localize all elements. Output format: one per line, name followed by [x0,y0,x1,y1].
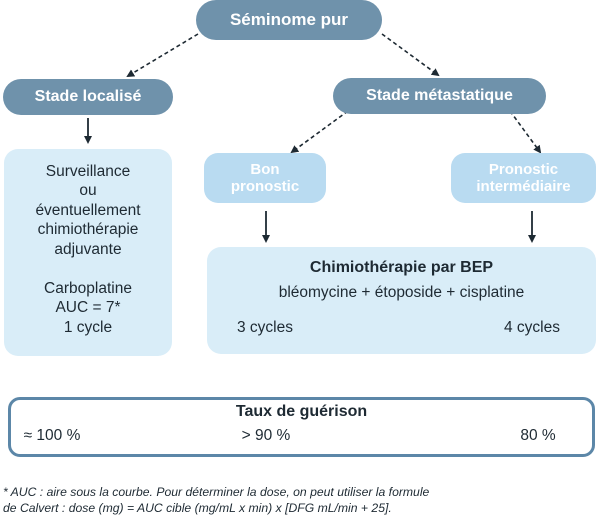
metastatic-stage-label: Stade métastatique [366,87,513,104]
treatment-line: Carboplatine [44,279,132,297]
localized-stage-label: Stade localisé [34,88,142,105]
cure-rate-value-localized: ≈ 100 % [23,427,81,444]
localized-treatment-text: Surveillance ou éventuellement chimiothé… [4,162,172,337]
root-node: Séminome pur [196,0,382,40]
footnote: * AUC : aire sous la courbe. Pour déterm… [3,484,597,517]
bep-treatment-box [207,247,596,354]
localized-stage-node: Stade localisé [3,79,173,115]
treatment-line: Surveillance [45,163,131,180]
treatment-line: AUC = 7* [55,299,121,317]
arrow-metastatic-to-good [290,110,349,154]
treatment-line: chimiothérapie [37,221,139,239]
intermediate-prognosis-line1: Pronostic [488,160,559,178]
cure-rate-value-intermediate: 80 % [520,427,556,444]
treatment-line: 1 cycle [63,318,113,336]
intermediate-prognosis-line2: intermédiaire [476,178,571,195]
cure-rate-value-good: > 90 % [241,427,291,444]
treatment-line: éventuellement [35,201,141,219]
intermediate-prognosis-node: Pronostic intermédiaire [451,153,596,203]
root-label: Séminome pur [229,10,349,29]
treatment-line: ou [79,182,97,200]
treatment-line: adjuvante [54,240,122,258]
good-prognosis-node: Bon pronostic [204,153,326,203]
footnote-line: de Calvert : dose (mg) = AUC cible (mg/m… [3,501,392,516]
good-prognosis-line2: pronostic [230,178,300,195]
arrow-metastatic-to-intermediate [509,110,542,154]
footnote-line: * AUC : aire sous la courbe. Pour déterm… [3,485,430,499]
good-prognosis-line1: Bon [250,160,280,178]
bep-drugs: bléomycine + étoposide + cisplatine [278,284,525,301]
arrow-root-to-localized [126,33,199,78]
bep-cycles-left: 3 cycles [237,319,293,336]
cure-rate-title: Taux de guérison [235,403,368,420]
cure-rate-box [8,397,595,457]
localized-treatment-box [4,149,172,356]
arrow-root-to-metastatic [381,33,440,77]
bep-cycles-right: 4 cycles [504,319,560,336]
bep-title: Chimiothérapie par BEP [309,259,494,276]
metastatic-stage-node: Stade métastatique [333,78,546,114]
